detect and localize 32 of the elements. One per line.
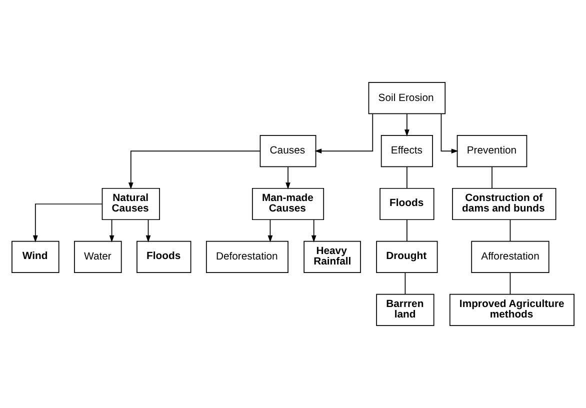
connector	[510, 272, 511, 294]
arrow	[268, 219, 273, 242]
node-box: Afforestation	[471, 240, 550, 273]
node-box: Natural Causes	[102, 188, 160, 220]
node-box: Improved Agriculture methods	[449, 294, 574, 326]
node-box: Water	[74, 240, 122, 273]
node-box: Causes	[260, 135, 316, 168]
arrow	[440, 114, 458, 154]
connector	[406, 219, 408, 242]
arrow	[128, 150, 260, 190]
arrow	[314, 114, 374, 154]
node-box: Deforestation	[206, 240, 288, 273]
connector	[406, 166, 408, 189]
connector	[510, 219, 511, 242]
node-box: Soil Erosion	[368, 82, 446, 114]
arrow	[109, 219, 114, 242]
node-box: Heavy Rainfall	[304, 240, 361, 273]
node-box: Construction of dams and bunds	[452, 188, 556, 220]
arrow	[286, 166, 290, 190]
node-box: Prevention	[456, 135, 528, 168]
node-box: Wind	[12, 240, 60, 273]
connector	[404, 272, 406, 294]
arrow	[311, 219, 316, 242]
node-box: Floods	[136, 240, 192, 273]
arrow	[404, 114, 410, 136]
node-box: Drought	[376, 240, 438, 273]
arrow	[146, 219, 151, 242]
arrow	[32, 204, 103, 242]
node-box: Man-made Causes	[252, 188, 324, 220]
node-box: Barrren land	[376, 294, 434, 326]
node-box: Effects	[380, 135, 433, 168]
node-box: Floods	[380, 188, 434, 220]
